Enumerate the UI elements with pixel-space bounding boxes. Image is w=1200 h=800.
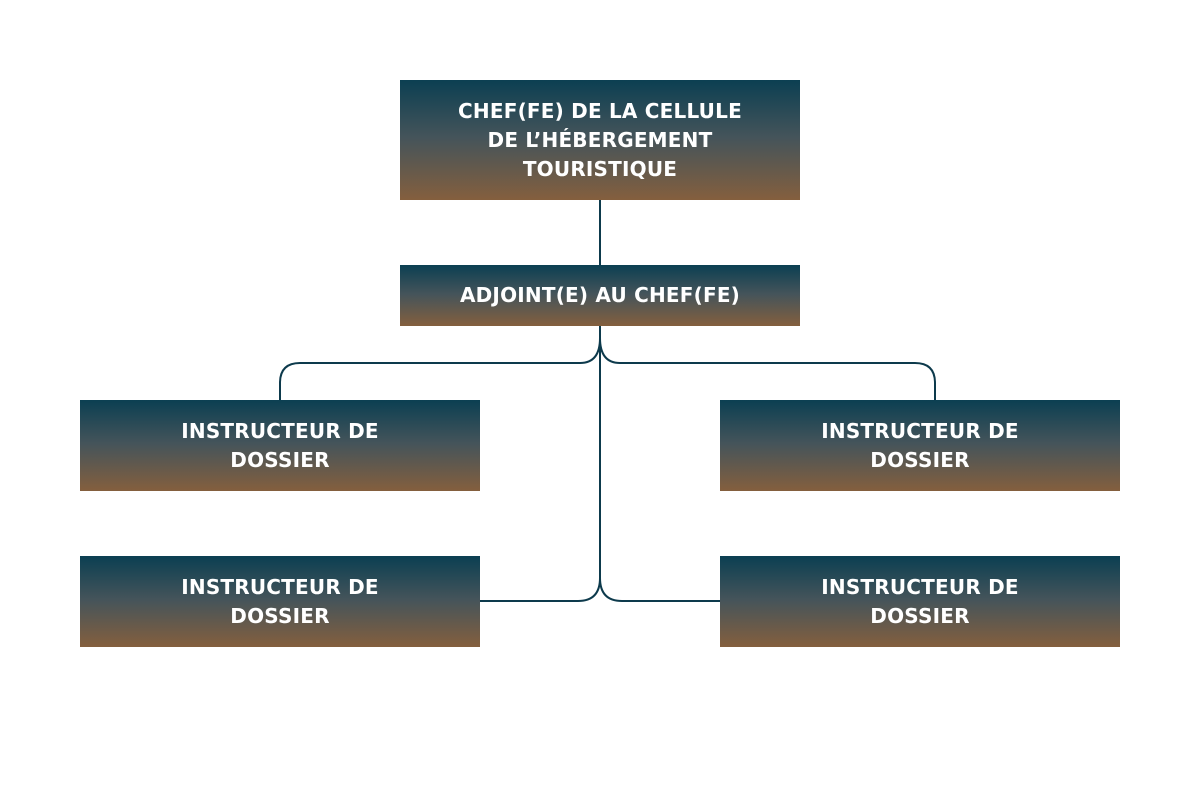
node-adjoint-chef: ADJOINT(E) AU CHEF(FE) [400,265,800,326]
node-instructeur-top-left-label: INSTRUCTEUR DE DOSSIER [181,418,379,472]
connector-to-instructeur-top-left [279,337,601,401]
node-instructeur-top-right: INSTRUCTEUR DE DOSSIER [720,400,1120,491]
node-adjoint-label: ADJOINT(E) AU CHEF(FE) [459,283,741,307]
node-chef-cellule: CHEF(FE) DE LA CELLULE DE L’HÉBERGEMENT … [400,80,800,200]
connector-to-instructeur-bottom-left [479,577,601,602]
node-chef-label: CHEF(FE) DE LA CELLULE DE L’HÉBERGEMENT … [458,98,742,181]
node-instructeur-bottom-left-label: INSTRUCTEUR DE DOSSIER [181,574,379,628]
node-instructeur-top-left: INSTRUCTEUR DE DOSSIER [80,400,480,491]
node-instructeur-bottom-right-label: INSTRUCTEUR DE DOSSIER [821,574,1019,628]
node-instructeur-bottom-right: INSTRUCTEUR DE DOSSIER [720,556,1120,647]
node-instructeur-top-right-label: INSTRUCTEUR DE DOSSIER [821,418,1019,472]
connector-to-instructeur-top-right [599,337,936,401]
connector-to-instructeur-bottom-right [599,577,721,602]
node-instructeur-bottom-left: INSTRUCTEUR DE DOSSIER [80,556,480,647]
